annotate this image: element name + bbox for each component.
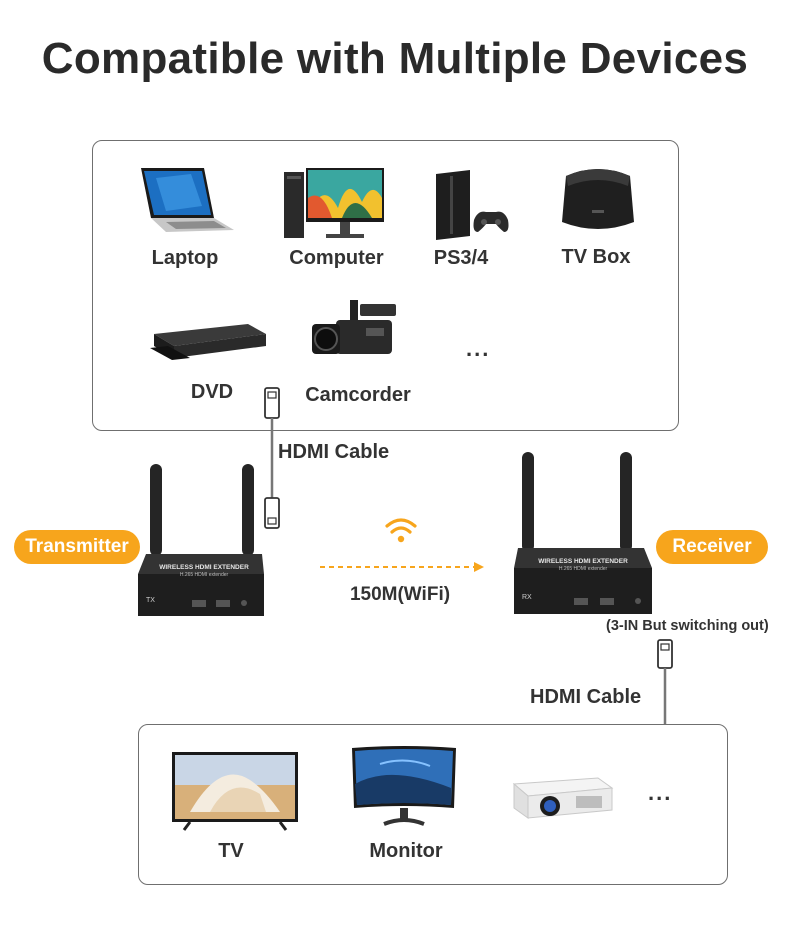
hdmi-cable-bottom-label: HDMI Cable xyxy=(530,686,642,708)
laptop-label: Laptop xyxy=(151,247,219,269)
projector-icon xyxy=(506,772,614,827)
game-console-icon xyxy=(434,170,510,245)
receiver-badge: Receiver xyxy=(656,530,768,564)
transmitter-device-text: WIRELESS HDMI EXTENDER xyxy=(159,564,249,571)
tv-icon xyxy=(170,750,300,837)
tv-label: TV xyxy=(218,840,244,862)
receiver-note: (3-IN But switching out) xyxy=(606,618,769,634)
laptop-icon xyxy=(136,166,236,241)
hdmi-cable-top-label: HDMI Cable xyxy=(278,441,390,463)
transmitter-device xyxy=(134,462,268,625)
receiver-device-text: WIRELESS HDMI EXTENDER xyxy=(538,558,628,565)
receiver-device-subtext: H.265 HDMI extender xyxy=(558,566,608,572)
hdmi-cable-top xyxy=(262,387,282,535)
monitor-icon xyxy=(350,744,458,833)
tv-box-label: TV Box xyxy=(561,246,631,268)
dvd-player-icon xyxy=(150,320,268,367)
source-more-dots: ... xyxy=(466,336,491,361)
ps-label: PS3/4 xyxy=(433,247,489,269)
wifi-icon xyxy=(384,512,418,551)
monitor-label: Monitor xyxy=(369,840,443,862)
transmitter-tag: TX xyxy=(146,597,155,604)
receiver-tag: RX xyxy=(522,594,532,601)
camcorder-label: Camcorder xyxy=(305,384,411,406)
camcorder-icon xyxy=(306,298,400,369)
page-title: Compatible with Multiple Devices xyxy=(41,34,749,83)
computer-icon xyxy=(282,168,386,247)
wifi-arrow xyxy=(318,560,484,578)
display-more-dots: ... xyxy=(648,780,673,805)
computer-label: Computer xyxy=(289,247,384,269)
dvd-label: DVD xyxy=(190,381,234,403)
receiver-device xyxy=(512,450,658,623)
transmitter-device-subtext: H.265 HDMI extender xyxy=(179,572,229,578)
transmitter-badge: Transmitter xyxy=(14,530,140,564)
tv-box-icon xyxy=(560,166,636,241)
wifi-speed-label: 150M(WiFi) xyxy=(349,584,451,605)
